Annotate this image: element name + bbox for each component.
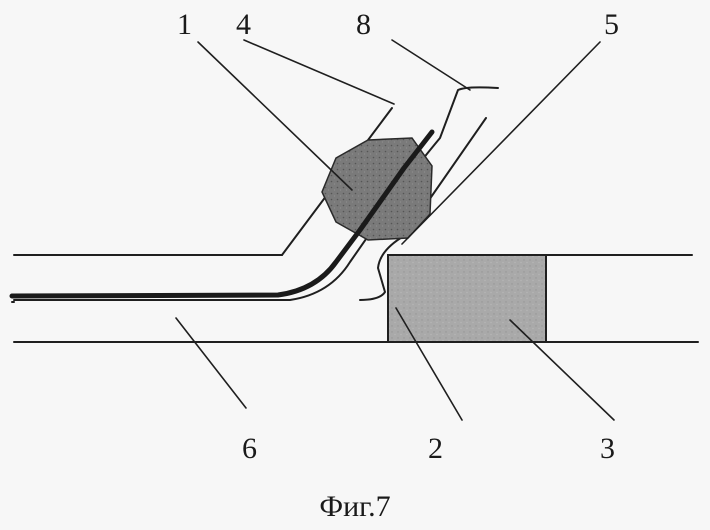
leader-line-8 [392, 40, 470, 90]
leader-line-4 [244, 40, 394, 104]
leader-line-5 [402, 42, 600, 244]
leader-line-1 [198, 42, 352, 190]
leader-line-6 [176, 318, 246, 408]
callout-label-5: 5 [604, 8, 619, 41]
callout-label-3: 3 [600, 432, 615, 465]
callout-label-8: 8 [356, 8, 371, 41]
callout-label-2: 2 [428, 432, 443, 465]
block-element-3 [388, 255, 546, 342]
leader-line-3 [510, 320, 614, 420]
figure-caption: Фиг.7 [0, 490, 710, 524]
callout-label-4: 4 [236, 8, 251, 41]
callout-label-1: 1 [177, 8, 192, 41]
callout-label-6: 6 [242, 432, 257, 465]
